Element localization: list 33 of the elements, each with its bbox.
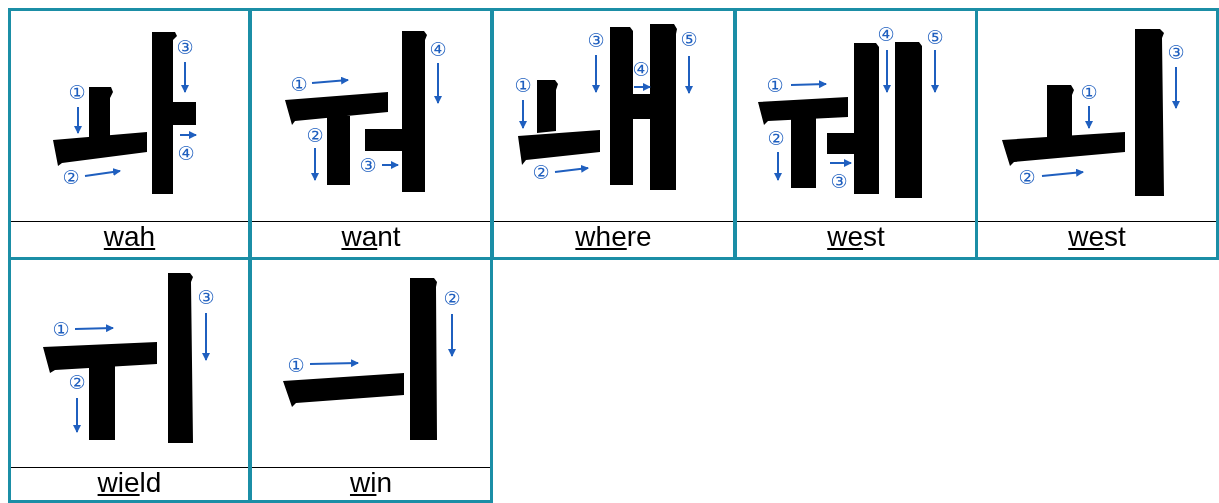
stroke-order-number: ② <box>443 288 461 308</box>
example-word: west <box>1068 222 1126 252</box>
stroke-order-number: ① <box>1080 82 1098 102</box>
stroke-order-number: ⑤ <box>680 29 698 49</box>
stroke-order-number: ① <box>290 74 308 94</box>
stroke-order-number: ① <box>287 355 305 375</box>
stroke-order-number: ① <box>52 319 70 339</box>
stroke-order-number: ② <box>767 128 785 148</box>
example-word: win <box>350 468 392 498</box>
stroke-order-number: ③ <box>1167 42 1185 62</box>
stroke-order-number: ① <box>766 75 784 95</box>
stroke-order-number: ③ <box>587 30 605 50</box>
stroke-order-number: ① <box>68 82 86 102</box>
stroke-order-number: ④ <box>177 143 195 163</box>
example-word: want <box>341 222 401 252</box>
stroke-order-number: ④ <box>877 24 895 44</box>
stroke-order-number: ⑤ <box>926 27 944 47</box>
example-word: wield <box>97 468 162 498</box>
stroke-order-number: ③ <box>359 155 377 175</box>
stroke-order-number: ② <box>62 167 80 187</box>
stroke-order-number: ④ <box>429 39 447 59</box>
stroke-order-number: ④ <box>632 59 650 79</box>
stroke-order-number: ② <box>306 125 324 145</box>
stroke-order-number: ② <box>68 372 86 392</box>
example-word: west <box>827 222 885 252</box>
stroke-order-number: ② <box>1018 167 1036 187</box>
example-word: wah <box>103 222 156 252</box>
stroke-order-number: ③ <box>176 37 194 57</box>
stroke-order-number: ③ <box>197 287 215 307</box>
stroke-order-number: ② <box>532 162 550 182</box>
stroke-order-number: ③ <box>830 171 848 191</box>
example-word: where <box>575 222 652 252</box>
stroke-order-number: ① <box>514 75 532 95</box>
